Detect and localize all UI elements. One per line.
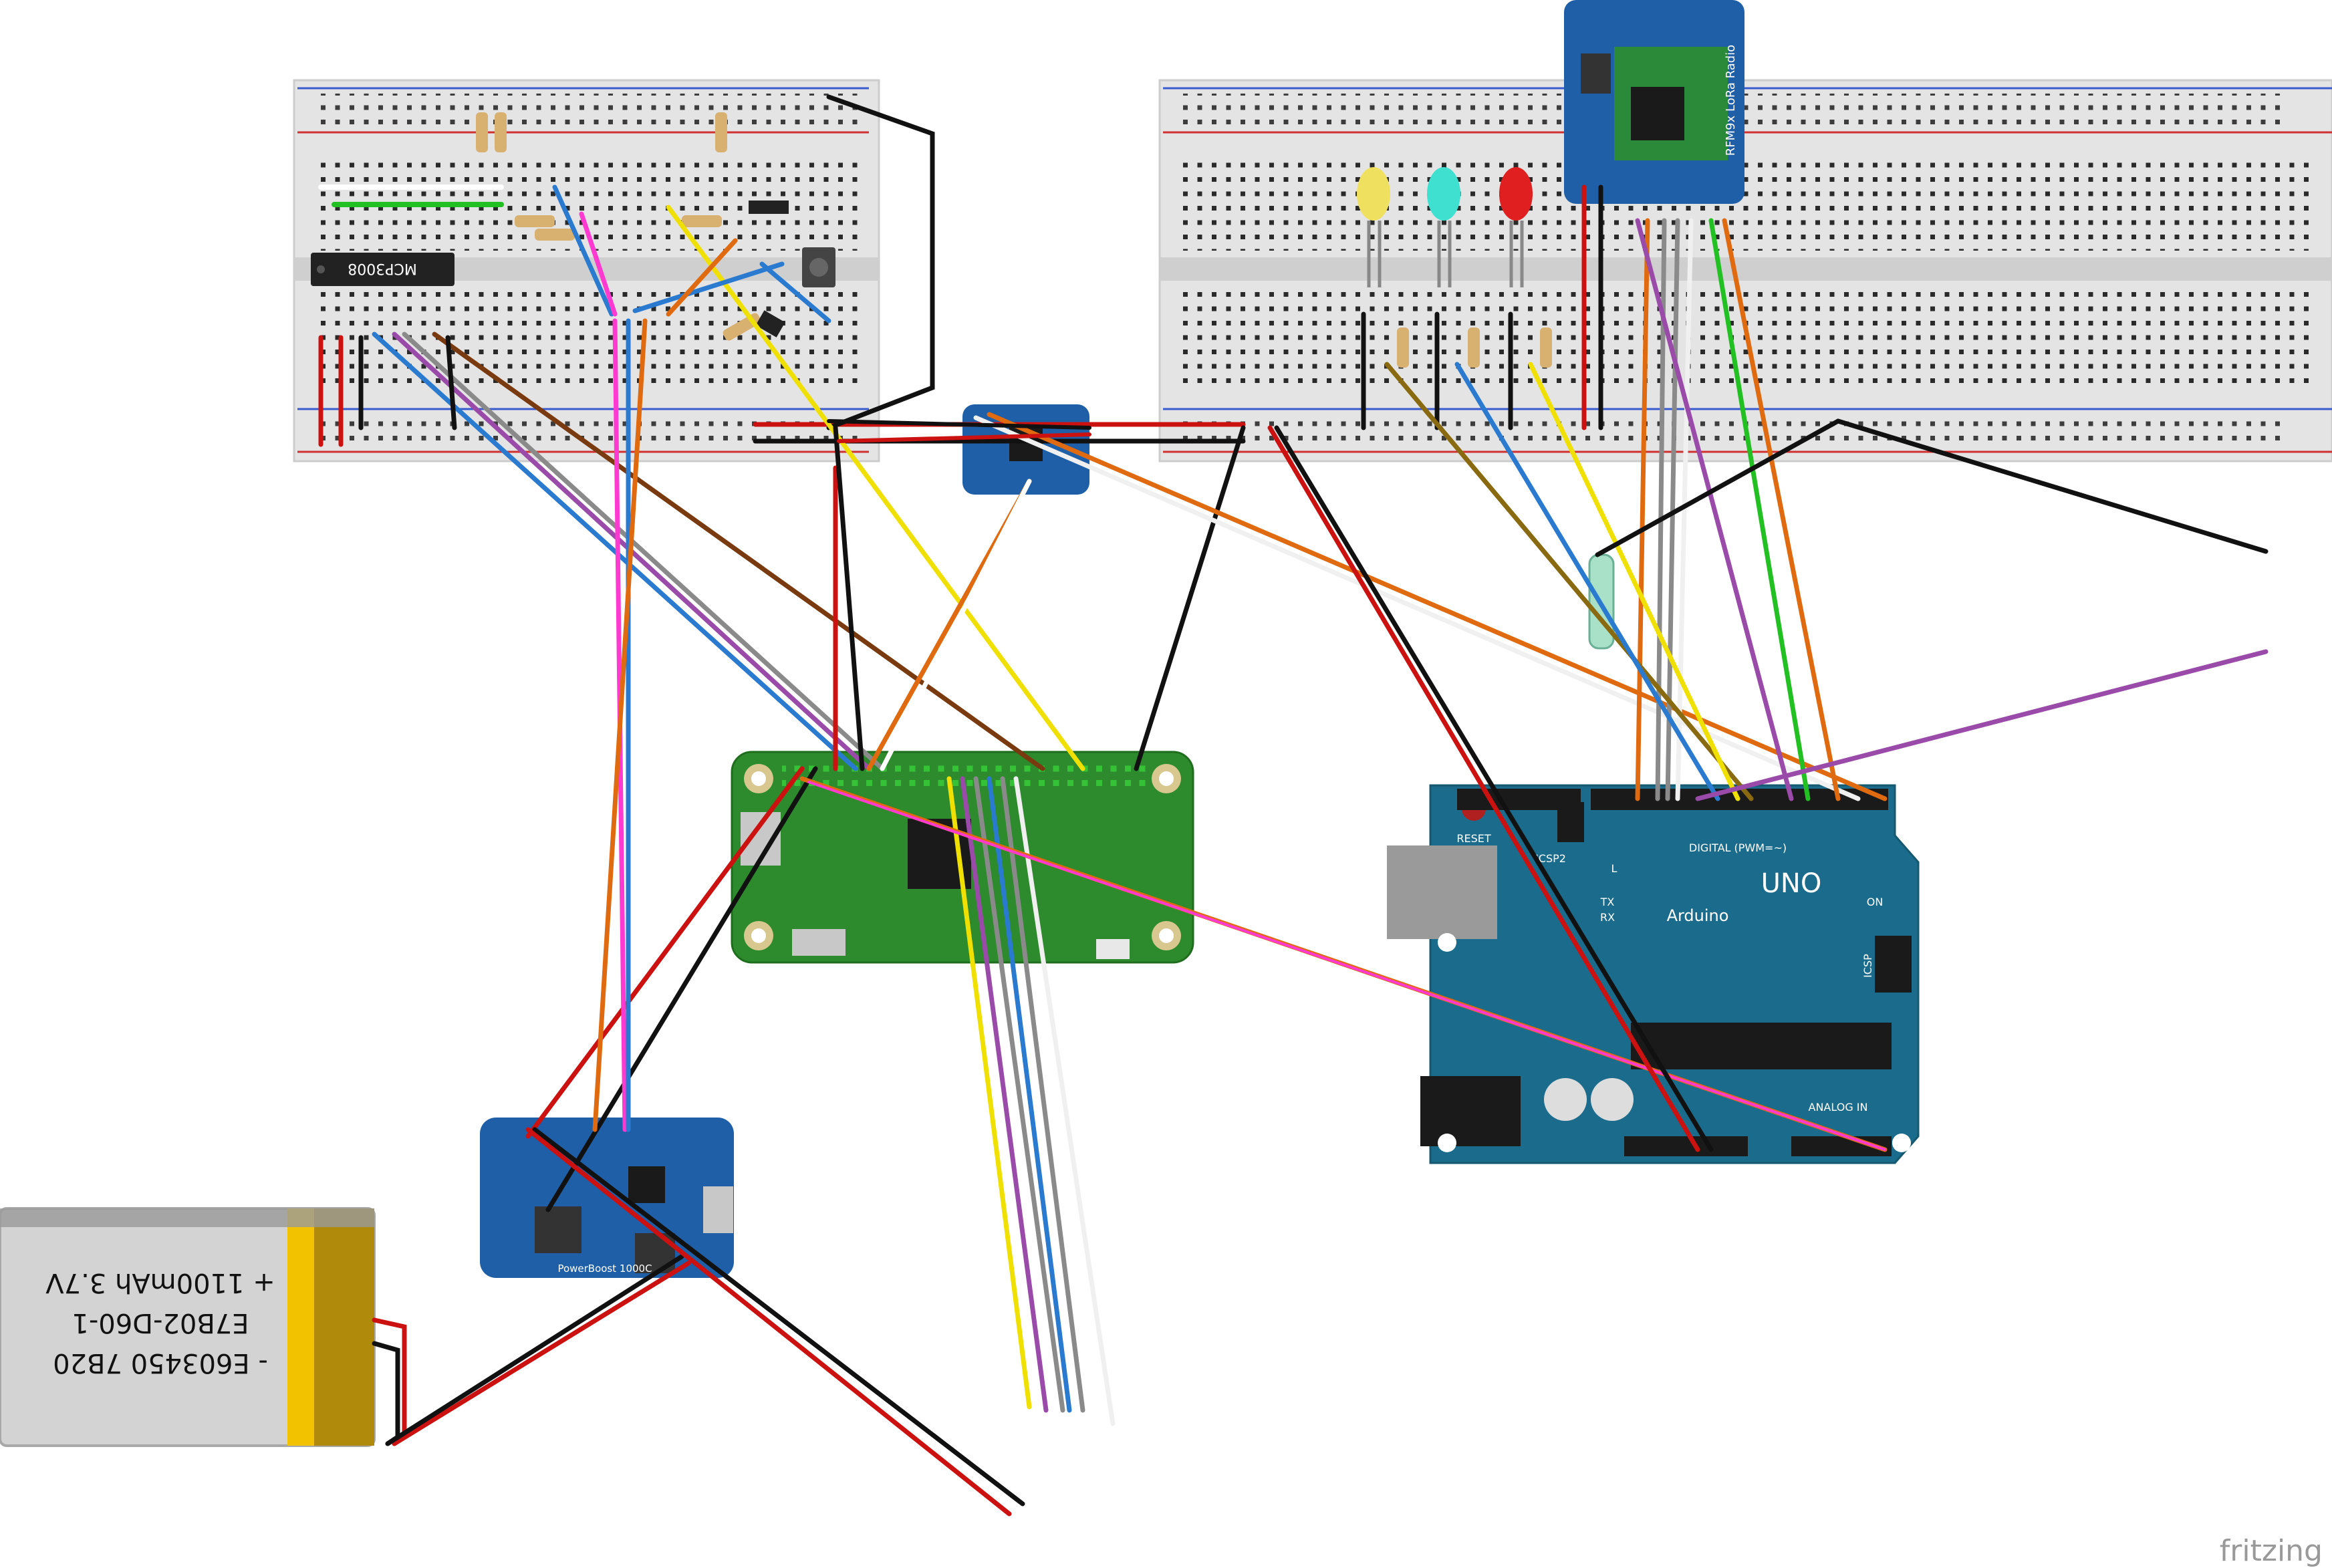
arduino-icsp-label: ICSP [1861, 954, 1874, 978]
powerboost-title: PowerBoost 1000C [557, 1263, 652, 1275]
arduino-digital-label: DIGITAL (PWM=~) [1689, 841, 1787, 854]
arduino-analog-label: ANALOG IN [1809, 1101, 1868, 1114]
mcp3008-label: MCP3008 [348, 260, 417, 277]
arduino-brand: Arduino [1667, 906, 1729, 925]
arduino-l-label: L [1611, 862, 1617, 875]
resistors-left [318, 112, 835, 341]
arduino-tx-label: TX [1600, 896, 1615, 908]
arduino-on-label: ON [1867, 896, 1884, 908]
lora-radio-board [1564, 0, 1744, 204]
mcp3008-chip [311, 253, 455, 286]
lipo-battery [0, 1207, 376, 1447]
arduino-rx-label: RX [1600, 911, 1615, 924]
fritzing-watermark: fritzing [2220, 1534, 2323, 1568]
powerboost-board [480, 1118, 734, 1278]
arduino-uno [1387, 784, 1920, 1164]
arduino-model: UNO [1761, 868, 1822, 899]
battery-line1: + 1100mAh 3.7V [45, 1267, 275, 1298]
leds [1357, 167, 1552, 368]
arduino-icsp2-label: ICSP2 [1535, 852, 1566, 865]
battery-line2: E7B02-D60-1 [72, 1307, 249, 1338]
wires [318, 94, 2269, 1517]
arduino-reset-label: RESET [1456, 832, 1491, 845]
breadboard-right [1158, 79, 2332, 463]
battery-line3: - E603450 7B20 [53, 1347, 268, 1378]
lora-title: RFM9x LoRa Radio [1724, 45, 1738, 156]
